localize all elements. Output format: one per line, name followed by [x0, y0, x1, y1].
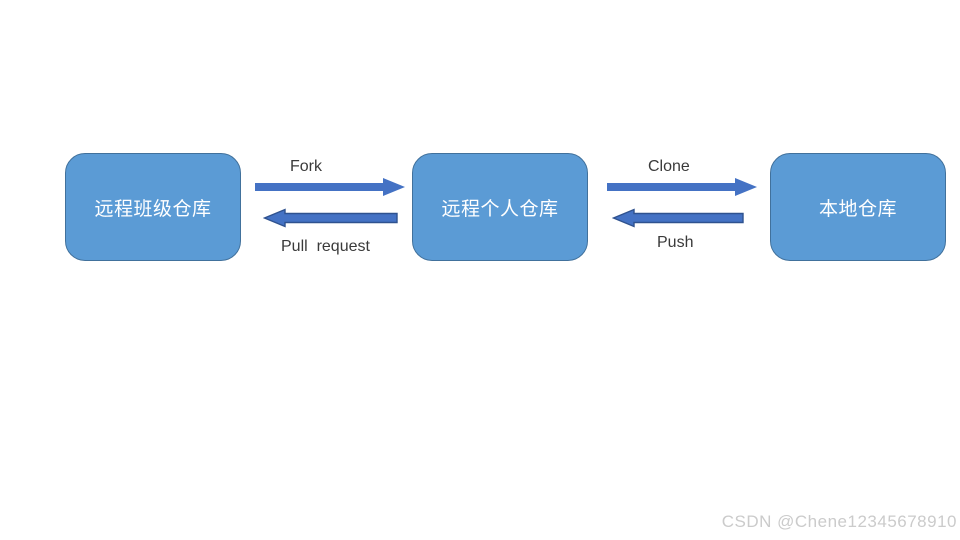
node-remote-personal-repo: 远程个人仓库 [412, 153, 588, 261]
push-arrow-left-icon [612, 208, 744, 228]
node-local-repo: 本地仓库 [770, 153, 946, 261]
edge-label-push: Push [657, 234, 694, 251]
edge-label-clone: Clone [648, 158, 690, 175]
fork-arrow-right-icon [255, 178, 405, 196]
clone-arrow-right-icon [607, 178, 757, 196]
node-remote-personal-repo-label: 远程个人仓库 [441, 198, 559, 220]
node-local-repo-label: 本地仓库 [818, 198, 897, 220]
edge-label-fork: Fork [290, 158, 322, 175]
node-remote-class-repo-label: 远程班级仓库 [94, 198, 212, 220]
watermark: CSDN @Chene12345678910 [721, 512, 957, 531]
pull-request-arrow-left-icon [263, 208, 398, 228]
node-remote-class-repo: 远程班级仓库 [65, 153, 241, 261]
edge-label-pull-request: Pull request [281, 238, 370, 255]
